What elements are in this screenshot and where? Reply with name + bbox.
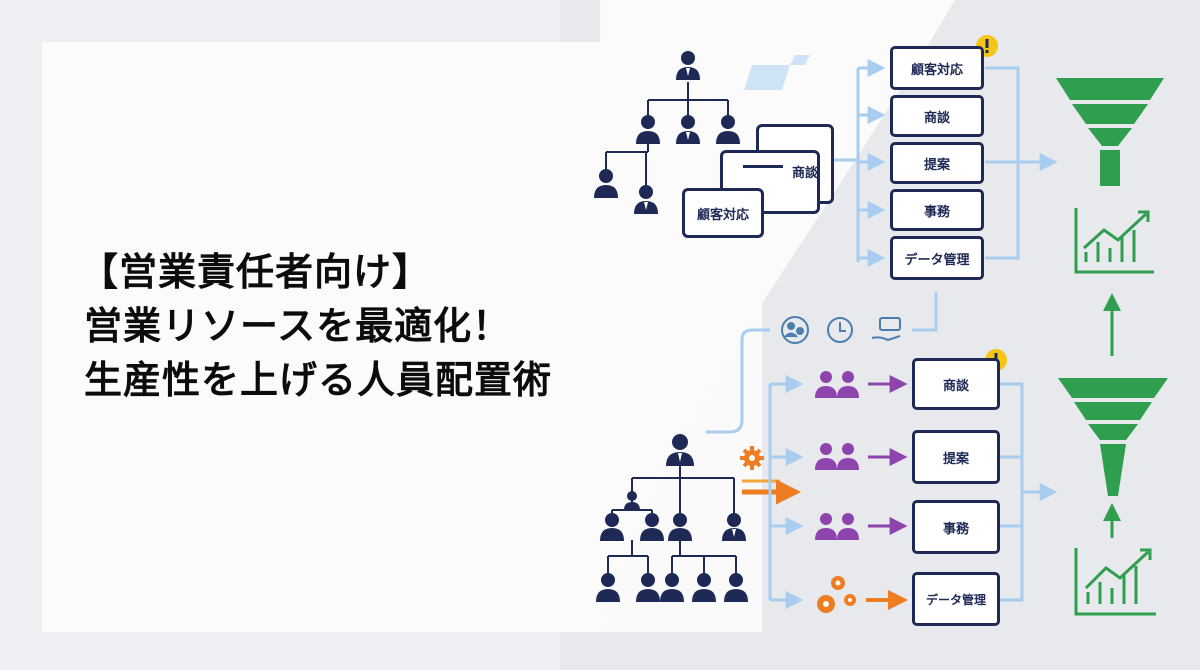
clock-icon [827,317,853,343]
manager-icon [676,51,700,80]
top-org-chart [605,82,729,186]
manager-icon [722,513,746,541]
funnel-icon [1058,378,1168,496]
bottom-task-label: 事務 [942,521,969,537]
top-task-box: 事務 [890,189,984,231]
headline-line-3: 生産性を上げる人員配置術 [84,358,553,402]
bottom-task-label: データ管理 [925,592,986,607]
manager-icon [666,434,694,466]
person-icon [640,513,664,541]
manager-icon [634,185,658,214]
person-icon [724,573,748,602]
person-icon [636,573,660,602]
purple-arrows [868,375,908,535]
gear-icon [740,446,764,470]
top-task-label: 事務 [923,204,950,220]
card-back-label: 商談 [792,166,819,181]
manager-icon [676,115,700,144]
person-icon [692,573,716,602]
top-task-label: 商談 [923,110,950,126]
bottom-task-box: データ管理 [912,572,1000,626]
top-task-box: 提案 [890,142,984,184]
person-icon [600,513,624,541]
team-icon [815,513,859,540]
bottom-task-box: 事務 [912,500,1000,554]
card-mid [720,150,820,214]
bottom-org-people [596,434,748,602]
top-task-box: 商談 [890,95,984,137]
gears-icon [817,576,856,613]
top-task-label: 顧客対応 [910,62,963,78]
person-icon [668,513,692,541]
top-task-label: 提案 [923,157,950,173]
bottom-task-box: 提案 [912,430,1000,484]
card-front: 顧客対応 [682,188,764,238]
person-icon [624,491,640,510]
headline-line-1: 【営業責任者向け】 [80,250,432,294]
bottom-task-label: 提案 [942,451,969,467]
top-task-label: データ管理 [904,252,970,268]
card-line [743,165,783,168]
bottom-task-box: 商談 [912,358,1000,410]
bottom-task-label: 商談 [942,378,969,394]
resource-icons-connector [706,328,936,434]
funnel-icon [1056,78,1164,186]
growth-chart-icon [1074,548,1156,616]
person-icon [716,115,740,144]
person-icon [596,573,620,602]
card-front-label: 顧客対応 [696,207,749,223]
growth-chart-icon [1074,208,1154,274]
team-icon [815,443,859,470]
money-hand-icon [871,317,901,342]
top-task-box: 顧客対応 [890,46,984,90]
top-task-box: データ管理 [890,236,984,280]
team-icon [815,371,859,398]
top-org-people [594,51,740,214]
person-icon [594,169,618,198]
person-icon [660,573,684,602]
decor-shape [744,65,790,90]
headline-line-2: 営業リソースを最適化！ [84,304,512,348]
people-icon [781,316,809,344]
bottom-connectors [768,375,1058,609]
decor-shape [790,55,810,65]
person-icon [636,115,660,144]
